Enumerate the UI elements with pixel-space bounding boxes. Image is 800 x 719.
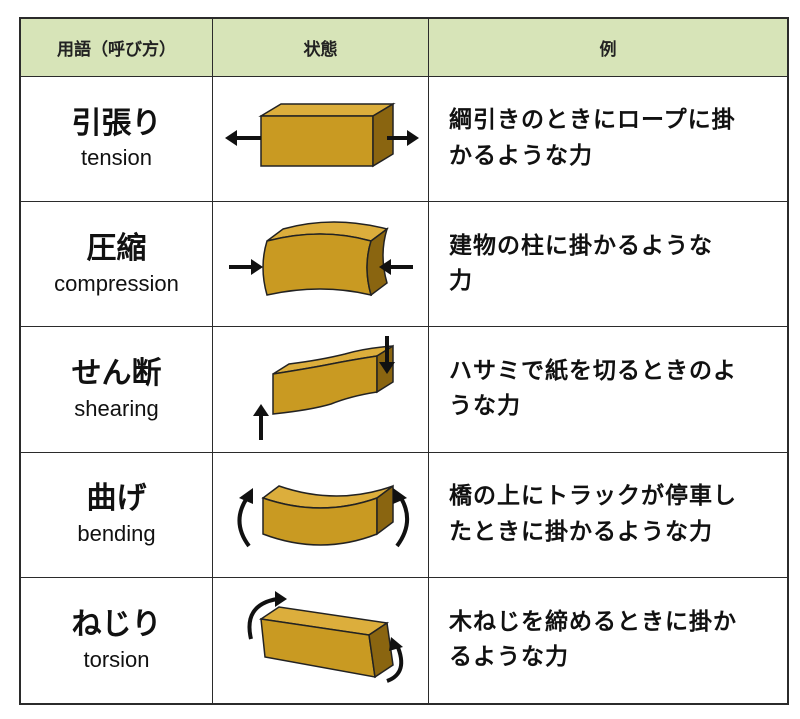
force-types-table: 用語（呼び方） 状態 例 引張り tension 綱引きのときにロープに掛 かる… <box>19 17 789 705</box>
example-line: 綱引きのときにロープに掛 <box>449 107 736 134</box>
term-cell-bending: 曲げ bending <box>21 452 213 578</box>
example-line: たときに掛かるような力 <box>449 518 713 545</box>
example-cell-bending: 橋の上にトラックが停車し たときに掛かるような力 <box>429 453 787 578</box>
example-line: うな力 <box>449 393 521 420</box>
term-en: compression <box>54 270 179 296</box>
term-jp: 曲げ <box>86 481 147 517</box>
example-line: 橋の上にトラックが停車し <box>449 483 737 510</box>
term-jp: ねじり <box>71 607 162 643</box>
example-line: るような力 <box>449 644 569 671</box>
term-en: torsion <box>83 646 150 672</box>
term-cell-compression: 圧縮 compression <box>21 202 213 328</box>
state-cell-compression <box>213 202 429 328</box>
state-cell-bending <box>213 452 429 578</box>
example-line: 建物の柱に掛かるような <box>449 232 713 259</box>
torsion-block-illustration <box>247 591 403 684</box>
example-cell-tension: 綱引きのときにロープに掛 かるような力 <box>429 77 787 203</box>
example-cell-shearing: ハサミで紙を切るときのよ うな力 <box>429 327 787 453</box>
header-term: 用語（呼び方） <box>21 19 213 77</box>
term-en: tension <box>81 145 152 171</box>
term-jp: せん断 <box>71 356 162 392</box>
example-line: 力 <box>449 268 473 295</box>
term-en: shearing <box>74 395 159 421</box>
shearing-block-illustration <box>252 336 395 441</box>
term-jp: 引張り <box>71 105 162 141</box>
term-cell-torsion: ねじり torsion <box>21 577 213 703</box>
example-line: 木ねじを締めるときに掛か <box>449 608 737 635</box>
state-cell-torsion <box>213 577 429 703</box>
term-cell-shearing: せん断 shearing <box>21 327 213 453</box>
example-cell-torsion: 木ねじを締めるときに掛か るような力 <box>429 578 787 703</box>
state-cell-tension <box>213 77 429 203</box>
tension-block-illustration <box>224 102 419 168</box>
example-line: ハサミで紙を切るときのよ <box>449 357 737 384</box>
term-en: bending <box>77 520 156 546</box>
header-state: 状態 <box>213 19 429 77</box>
bending-block-illustration <box>237 484 409 547</box>
header-example: 例 <box>429 19 787 77</box>
state-cell-shearing <box>213 327 429 453</box>
term-cell-tension: 引張り tension <box>21 77 213 203</box>
example-cell-compression: 建物の柱に掛かるような 力 <box>429 202 787 328</box>
term-jp: 圧縮 <box>86 231 147 267</box>
compression-block-illustration <box>228 221 413 297</box>
example-line: かるような力 <box>449 143 593 170</box>
